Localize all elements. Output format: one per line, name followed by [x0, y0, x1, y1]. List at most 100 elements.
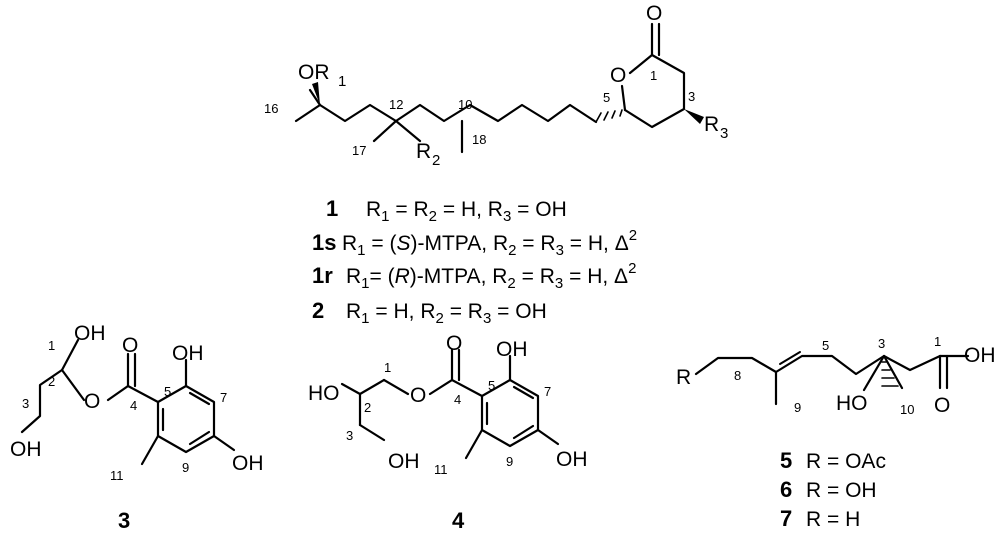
- c3-oh-top: OH: [74, 322, 106, 345]
- or1-subscript: 1: [338, 73, 346, 90]
- c1s-comma1: ,: [481, 232, 487, 255]
- c2-sub3: 3: [483, 310, 491, 327]
- or1-label: OR: [298, 61, 330, 84]
- c1s-mtpa: )-MTPA: [410, 232, 481, 255]
- c1-eq2: =: [443, 198, 455, 221]
- r2-label: R: [416, 140, 431, 163]
- c4-oh-ring-top: OH: [496, 338, 528, 361]
- c3-locant-9: 9: [182, 460, 189, 475]
- caption-compound-1s: 1s R1 = (S)-MTPA, R2 = R3 = H, Δ2: [312, 227, 637, 259]
- c3-locant-4: 4: [130, 398, 137, 413]
- c1r-r3: R: [540, 265, 555, 288]
- c2-eq1: =: [375, 300, 387, 323]
- caption-1-text: R1 = R2 = H, R3 = OH: [366, 198, 567, 225]
- c3-oh-ring-top: OH: [172, 342, 204, 365]
- c1r-sub3: 3: [555, 275, 563, 292]
- c1r-eq2: =: [522, 265, 534, 288]
- c4-locant-4: 4: [454, 392, 461, 407]
- caption-compound-1r: 1r R1= (R)-MTPA, R2 = R3 = H, Δ2: [312, 260, 636, 292]
- compound-5-skeleton: [694, 351, 970, 406]
- c1r-rr: R: [395, 265, 410, 288]
- compound-id-4: 4: [452, 508, 465, 533]
- c3-locant-11: 11: [110, 468, 124, 483]
- c2-r3: R: [468, 300, 483, 323]
- c1s-r2: R: [493, 232, 508, 255]
- c5-r-label: R: [676, 366, 691, 389]
- compound-id-7: 7: [780, 506, 792, 531]
- c1r-sub2: 2: [507, 275, 515, 292]
- c1s-r3: R: [540, 232, 555, 255]
- c1r-comma1: ,: [481, 265, 487, 288]
- c5-locant-10: 10: [900, 402, 914, 417]
- wedge-bond-c15: [312, 82, 320, 105]
- locant-3: 3: [688, 89, 695, 104]
- c4-oh-ring-right: OH: [556, 448, 588, 471]
- caption-compound-1: 1 R1 = R2 = H, R3 = OH: [326, 196, 567, 225]
- compound-id-1s: 1s: [312, 230, 336, 255]
- c1s-paren: (: [389, 232, 396, 255]
- c1r-comma2: ,: [602, 265, 608, 288]
- c1-sub3: 3: [503, 208, 511, 225]
- locant-17: 17: [352, 143, 366, 158]
- c4-ester-o: O: [410, 384, 426, 407]
- hashed-bond-c3-methyl: [881, 361, 899, 387]
- c4-locant-1: 1: [384, 360, 391, 375]
- locant-10: 10: [458, 97, 472, 112]
- c4-carbonyl-o: O: [446, 332, 462, 355]
- locant-12: 12: [389, 97, 403, 112]
- c5-locant-8: 8: [734, 368, 741, 383]
- c1s-eq1: =: [371, 232, 383, 255]
- c3-carbonyl-o: O: [122, 334, 138, 357]
- compound-4-skeleton: [340, 348, 560, 460]
- c1r-eq3: =: [569, 265, 581, 288]
- c1-sub1: 1: [381, 208, 389, 225]
- c3-oh-ring-right: OH: [232, 452, 264, 475]
- c2-h: H: [393, 300, 408, 323]
- locant-16: 16: [264, 101, 278, 116]
- compound-id-1r: 1r: [312, 263, 333, 288]
- caption-5-text: R = OAc: [806, 450, 886, 473]
- carbonyl-oxygen: O: [646, 2, 662, 25]
- compound-3-skeleton: [20, 338, 236, 466]
- c1r-mtpa: )-MTPA: [410, 265, 481, 288]
- compound-id-2: 2: [312, 298, 324, 323]
- c1-r3: R: [488, 198, 503, 221]
- c4-locant-3: 3: [346, 428, 353, 443]
- compound-5-labels: R OH O HO 8 9 5 3 1 10: [676, 334, 996, 417]
- c1r-eq1: =: [370, 265, 382, 288]
- locant-1: 1: [650, 68, 657, 83]
- c1r-paren: (: [388, 265, 395, 288]
- c1s-sub2: 2: [508, 242, 516, 259]
- c1s-r: R: [342, 232, 357, 255]
- c4-oh-bottom: OH: [388, 450, 420, 473]
- c5-acid-oh: OH: [964, 344, 996, 367]
- c1-eq1: =: [395, 198, 407, 221]
- c1s-sub1: 1: [357, 242, 365, 259]
- c1r-delta-sup: 2: [628, 260, 636, 277]
- c5-ho: HO: [836, 392, 868, 415]
- c1s-comma2: ,: [603, 232, 609, 255]
- c1-h: H: [461, 198, 476, 221]
- c1s-delta: Δ: [615, 232, 629, 255]
- compound-id-3: 3: [118, 508, 130, 533]
- c1r-r2: R: [492, 265, 507, 288]
- c1-comma: ,: [476, 198, 482, 221]
- c1r-r: R: [346, 265, 361, 288]
- c3-ester-o: O: [84, 390, 100, 413]
- c1-r: R: [366, 198, 381, 221]
- c1-r2: R: [413, 198, 428, 221]
- compound-id-1: 1: [326, 196, 338, 221]
- compound-1-labels: O O 1 3 5 R 3 OR 1 16 12 10 17 18 R 2: [264, 2, 728, 169]
- r3-subscript: 3: [720, 125, 728, 142]
- caption-6-text: R = OH: [806, 479, 877, 502]
- c1r-delta: Δ: [614, 265, 628, 288]
- c1s-h: H: [588, 232, 603, 255]
- c1s-s: S: [396, 232, 410, 255]
- captions-compounds-5-6-7: 5 R = OAc 6 R = OH 7 R = H: [780, 448, 886, 531]
- locant-18: 18: [472, 132, 486, 147]
- c3-oh-bottom: OH: [10, 438, 42, 461]
- hashed-bond-c5: [595, 109, 623, 123]
- compound-id-5: 5: [780, 448, 792, 473]
- c1s-eq3: =: [570, 232, 582, 255]
- c3-locant-1: 1: [48, 338, 55, 353]
